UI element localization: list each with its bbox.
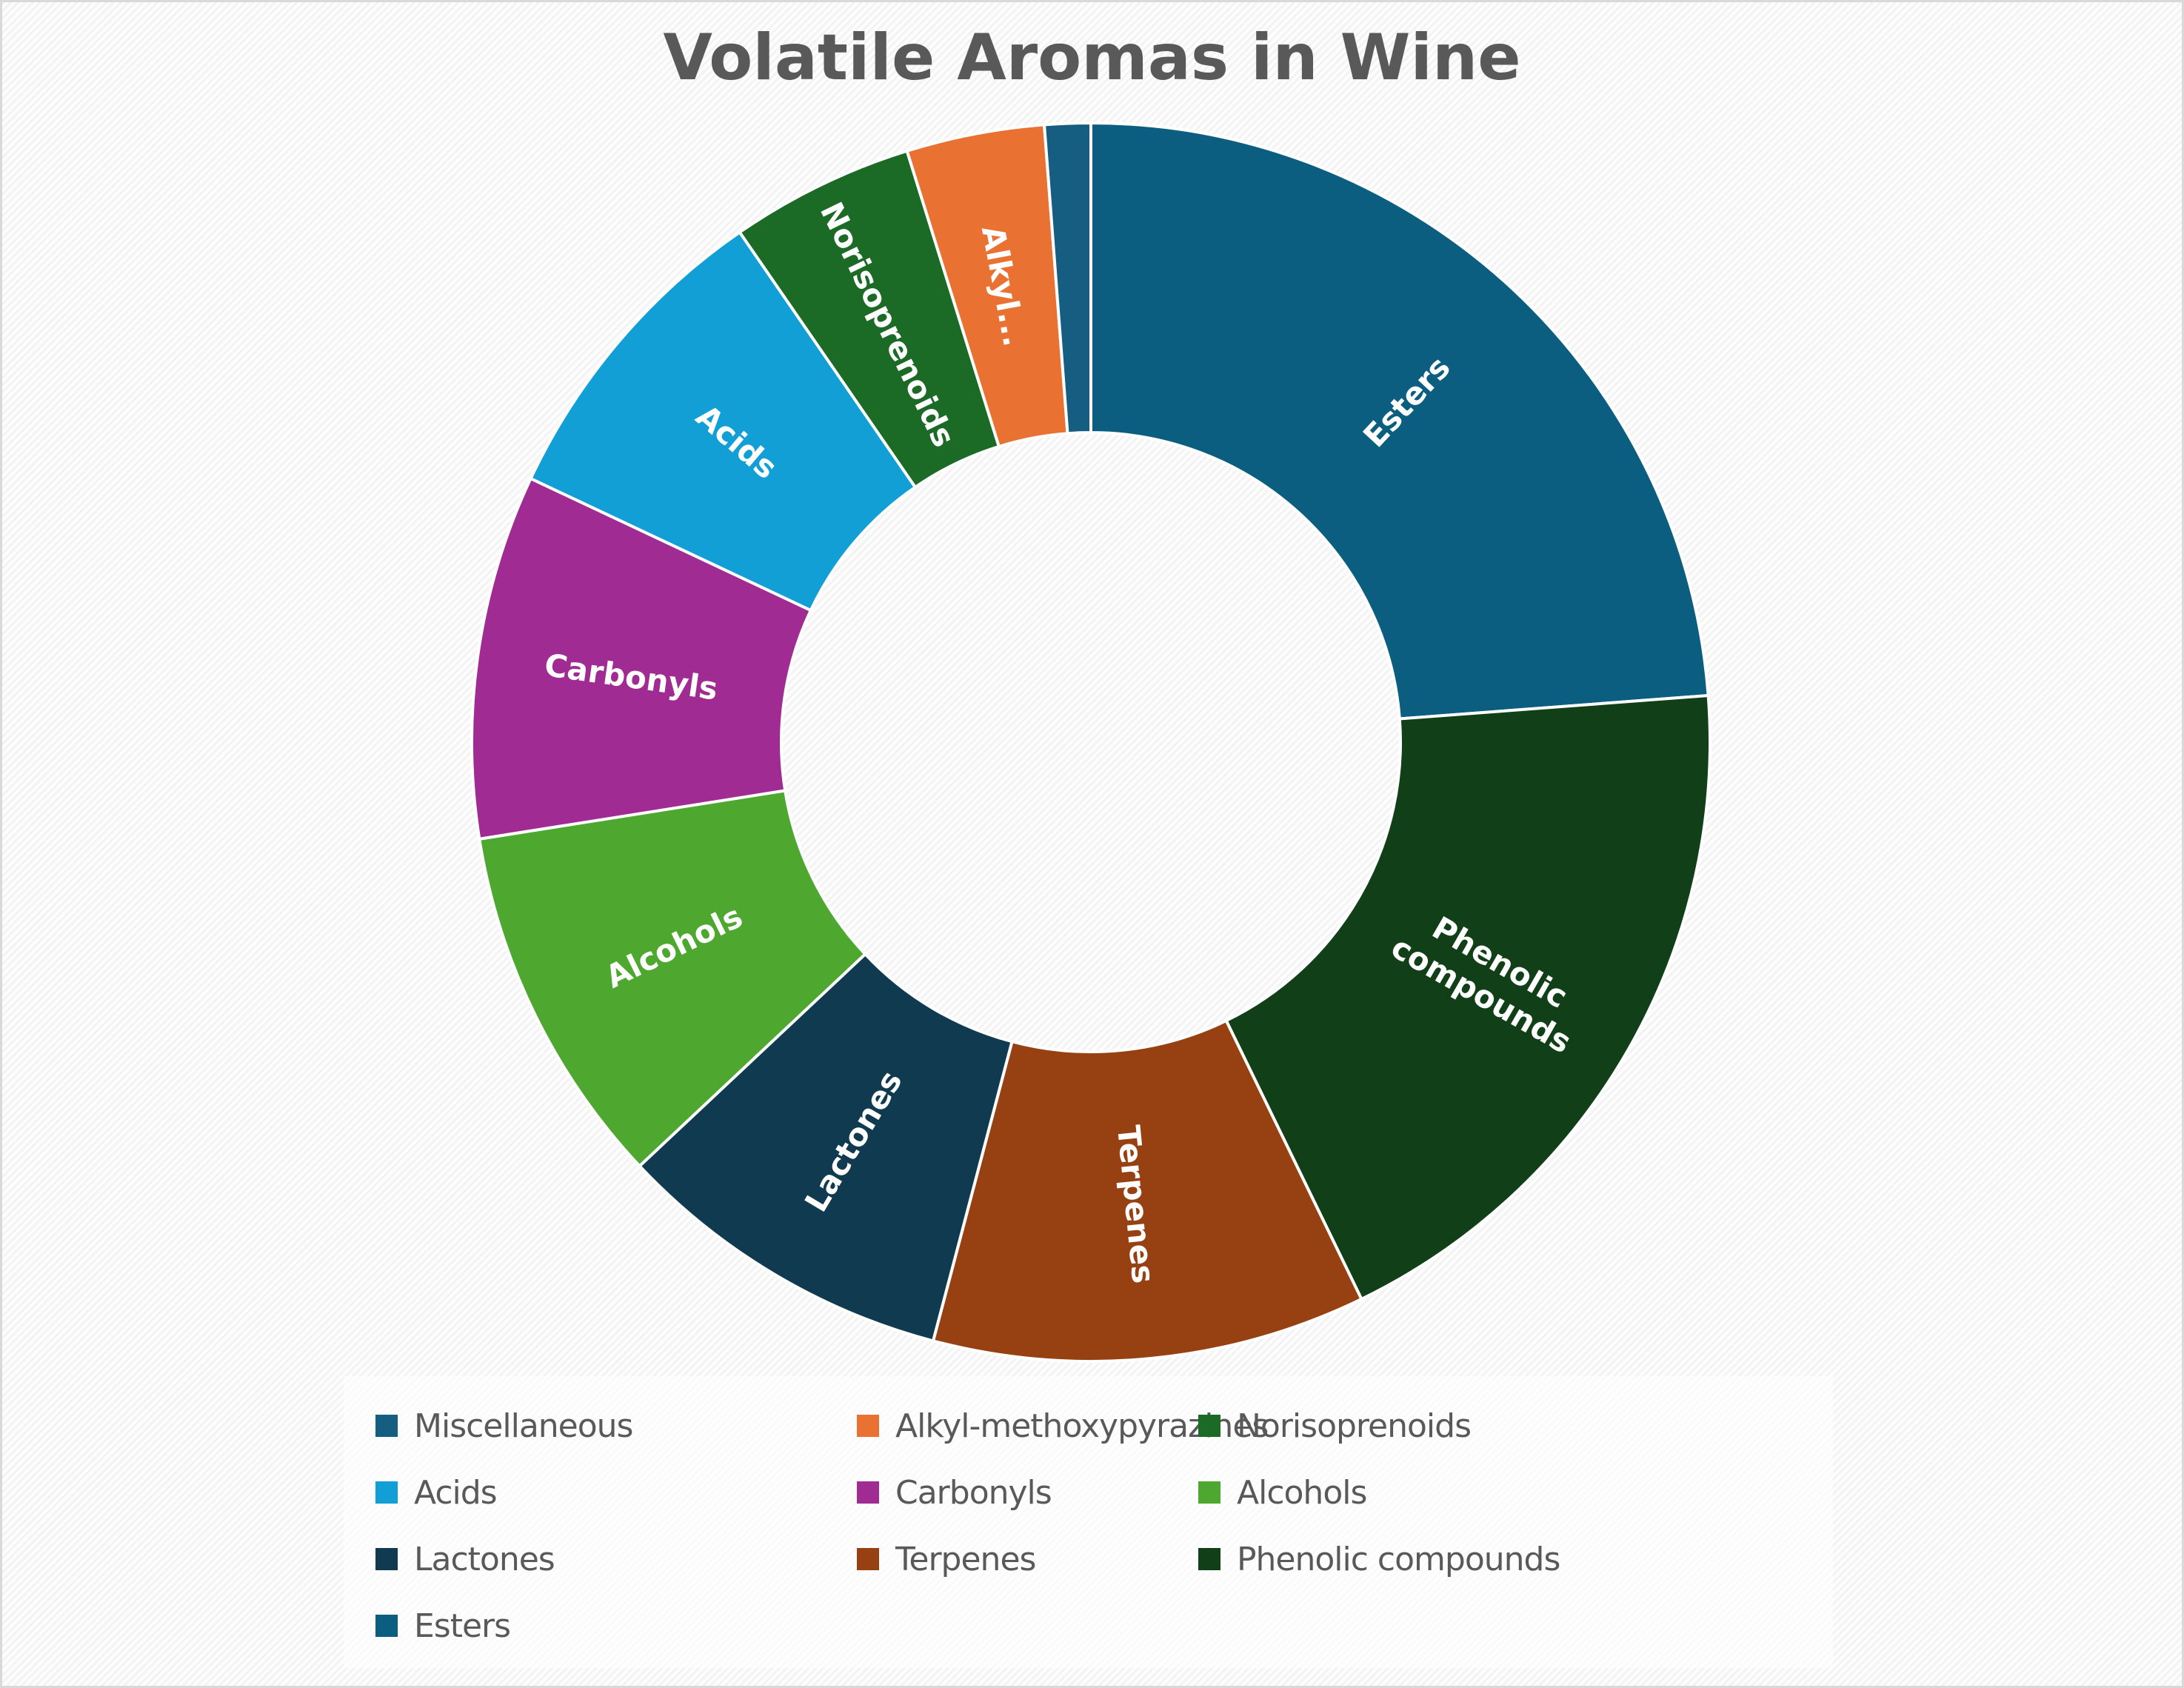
legend-item-lactones[interactable]: Lactones [375,1537,555,1581]
legend-item-alcohols[interactable]: Alcohols [1198,1470,1367,1515]
legend-item-esters[interactable]: Esters [375,1604,511,1648]
legend-label: Terpenes [895,1540,1036,1578]
slice-phenolic-compounds[interactable] [1224,693,1712,1301]
legend-label: Norisoprenoids [1237,1407,1472,1445]
legend-label: Alcohols [1237,1473,1367,1512]
legend-label: Carbonyls [895,1473,1052,1512]
legend-swatch [1198,1548,1220,1570]
legend-swatch [857,1415,879,1437]
legend-swatch [1198,1415,1220,1437]
donut-slices [470,121,1712,1363]
legend-swatch [1198,1481,1220,1504]
legend-swatch [857,1481,879,1504]
slice-terpenes[interactable] [931,1018,1364,1363]
slice-esters[interactable] [1089,121,1710,721]
legend-label: Phenolic compounds [1237,1540,1560,1578]
legend-label: Lactones [414,1540,555,1578]
legend-item-carbonyls[interactable]: Carbonyls [857,1470,1052,1515]
slice-miscellaneous[interactable] [1042,121,1092,436]
legend-swatch [375,1615,398,1637]
legend-item-miscellaneous[interactable]: Miscellaneous [375,1404,633,1448]
legend: Miscellaneous Alkyl-methoxypyrazines Nor… [344,1376,1833,1668]
legend-item-terpenes[interactable]: Terpenes [857,1537,1036,1581]
legend-item-phenolic-compounds[interactable]: Phenolic compounds [1198,1537,1560,1581]
legend-label: Esters [414,1607,511,1645]
legend-swatch [375,1481,398,1504]
slice-alcohols[interactable] [478,789,868,1169]
chart-title: Volatile Aromas in Wine [663,21,1521,95]
slice-carbonyls[interactable] [470,476,813,841]
slice-lactones[interactable] [637,952,1014,1343]
slice-acids[interactable] [528,230,918,613]
legend-swatch [857,1548,879,1570]
legend-swatch [375,1415,398,1437]
legend-label: Acids [414,1473,498,1512]
legend-item-acids[interactable]: Acids [375,1470,498,1515]
legend-swatch [375,1548,398,1570]
legend-item-norisoprenoids[interactable]: Norisoprenoids [1198,1404,1472,1448]
legend-label: Miscellaneous [414,1407,633,1445]
